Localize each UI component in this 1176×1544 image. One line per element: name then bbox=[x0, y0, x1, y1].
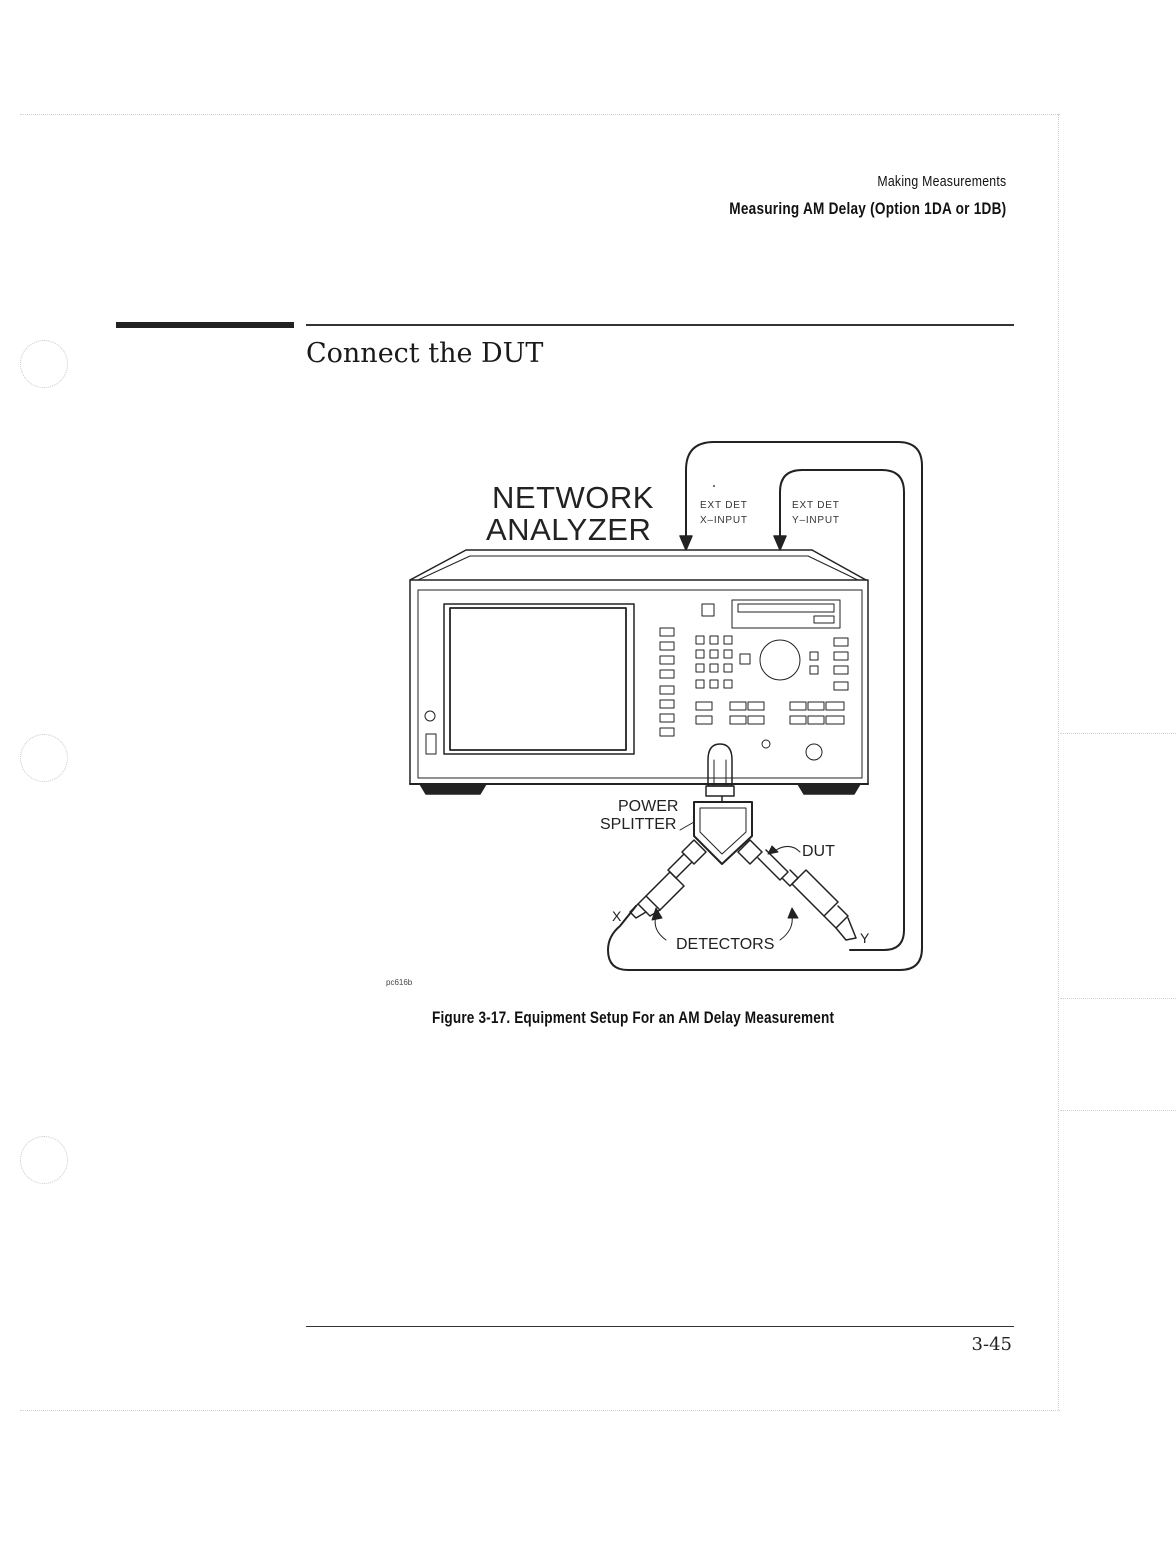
analyzer-foot-left bbox=[420, 784, 486, 794]
section-heading: Connect the DUT bbox=[306, 338, 543, 369]
network-analyzer-label-line2: ANALYZER bbox=[486, 514, 651, 545]
page-edge-tick bbox=[1060, 998, 1176, 999]
footer-rule bbox=[306, 1326, 1014, 1327]
rf-output-cable bbox=[708, 744, 732, 786]
disk-slot-left bbox=[426, 734, 436, 754]
analyzer-lid bbox=[410, 550, 866, 580]
cable-y bbox=[780, 470, 904, 950]
punch-hole bbox=[20, 734, 68, 782]
analyzer-lid-inner bbox=[418, 556, 858, 580]
ext-det-x-label-line2: X–INPUT bbox=[700, 515, 748, 526]
network-analyzer-label-line1: NETWORK bbox=[492, 482, 654, 513]
detectors-label: DETECTORS bbox=[676, 936, 774, 954]
dut-label: DUT bbox=[802, 843, 835, 861]
analyzer-display bbox=[450, 608, 626, 750]
power-splitter-label-line2: SPLITTER bbox=[600, 816, 676, 834]
softkeys bbox=[660, 628, 674, 736]
running-header-section: Making Measurements bbox=[877, 173, 1006, 190]
arrow-x-input bbox=[680, 536, 692, 550]
page-number: 3-45 bbox=[972, 1334, 1012, 1355]
y-label: Y bbox=[860, 930, 869, 946]
dut-and-detector-y bbox=[738, 840, 856, 940]
section-rule-thin bbox=[306, 324, 1014, 326]
page-edge-tick bbox=[1060, 1110, 1176, 1111]
page-edge-right bbox=[1058, 114, 1059, 1410]
punch-hole bbox=[20, 1136, 68, 1184]
detector-x bbox=[630, 840, 706, 918]
detectors-arrow-left bbox=[655, 916, 666, 940]
page-edge-bottom bbox=[20, 1410, 1060, 1411]
power-led bbox=[425, 711, 435, 721]
analyzer-display-frame bbox=[444, 604, 634, 754]
power-splitter-pointer bbox=[680, 822, 694, 830]
page-edge-top bbox=[20, 114, 1060, 115]
detectors-arrow-right bbox=[780, 916, 792, 940]
power-splitter-label-line1: POWER bbox=[618, 798, 678, 816]
punch-hole bbox=[20, 340, 68, 388]
figure-caption: Figure 3-17. Equipment Setup For an AM D… bbox=[432, 1008, 834, 1028]
page-edge-tick bbox=[1060, 733, 1176, 734]
power-splitter bbox=[694, 802, 752, 864]
cable-x bbox=[608, 442, 922, 970]
analyzer-bezel bbox=[418, 590, 862, 778]
running-header-subsection: Measuring AM Delay (Option 1DA or 1DB) bbox=[729, 199, 1006, 219]
analyzer-foot-right bbox=[798, 784, 860, 794]
front-panel-keys bbox=[696, 600, 848, 760]
x-label: X bbox=[612, 908, 621, 924]
ext-det-y-label-line1: EXT DET bbox=[792, 500, 840, 511]
arrow-y-input bbox=[774, 536, 786, 550]
figure-code: pc616b bbox=[386, 978, 412, 987]
dut-arrow bbox=[776, 846, 800, 852]
ext-det-y-label-line2: Y–INPUT bbox=[792, 515, 840, 526]
section-rule-thick bbox=[116, 322, 294, 328]
ext-det-x-label-line1: EXT DET bbox=[700, 500, 748, 511]
analyzer-body bbox=[410, 580, 868, 784]
